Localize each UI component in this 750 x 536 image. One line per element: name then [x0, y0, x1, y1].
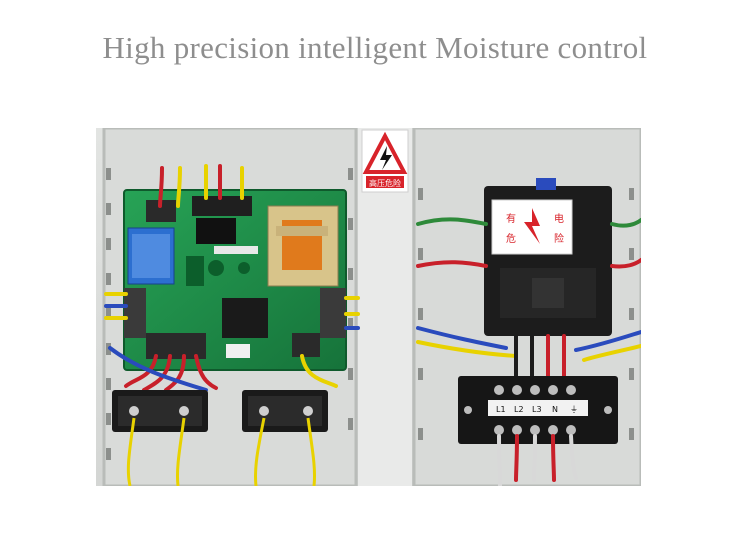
terminal-label-l2: L2: [514, 405, 524, 414]
terminal-label-l1: L1: [496, 405, 506, 414]
headline: High precision intelligent Moisture cont…: [102, 30, 648, 65]
sensor-yellow-wires: [126, 417, 317, 486]
right-slot-holes: [418, 188, 634, 440]
terminal-block-top-left: [146, 200, 176, 222]
pcb-wires: [104, 164, 360, 392]
terminal-label-strip: [488, 400, 588, 416]
connector-white: [226, 344, 250, 358]
terminal-block-right: [320, 288, 346, 338]
pcb-controller-board: [123, 189, 347, 371]
terminal-block-bottom-right: [292, 333, 320, 357]
warning-sign-text: 高压危险: [369, 178, 401, 188]
microcontroller-chip: [222, 298, 268, 338]
control-cabinet-photo: 高压危险: [96, 128, 641, 486]
terminal-label-n: N: [552, 405, 558, 414]
terminal-output-wires: [497, 434, 578, 486]
ac-contactor: 有 电 危 险: [484, 178, 612, 336]
contactor-label-char-1: 有: [506, 212, 516, 225]
contactor-lightning-icon: [524, 208, 540, 244]
transformer: [267, 205, 339, 287]
capacitor-module-left: [112, 390, 208, 432]
contactor-wires: [416, 217, 641, 380]
terminal-block-top: [192, 196, 252, 216]
capacitor-module-right: [242, 390, 328, 432]
contactor-label-char-2: 电: [554, 212, 564, 225]
terminal-label-ground: ⏚: [570, 405, 578, 414]
contactor-label-char-3: 危: [506, 233, 516, 245]
terminal-strip: L1 L2 L3 N ⏚: [458, 376, 618, 444]
terminal-label-l3: L3: [532, 405, 542, 414]
lightning-bolt-icon: [380, 146, 392, 170]
high-voltage-warning-sign: 高压危险: [361, 129, 409, 193]
contactor-label-char-4: 险: [554, 232, 564, 245]
terminal-block-left: [124, 288, 146, 338]
